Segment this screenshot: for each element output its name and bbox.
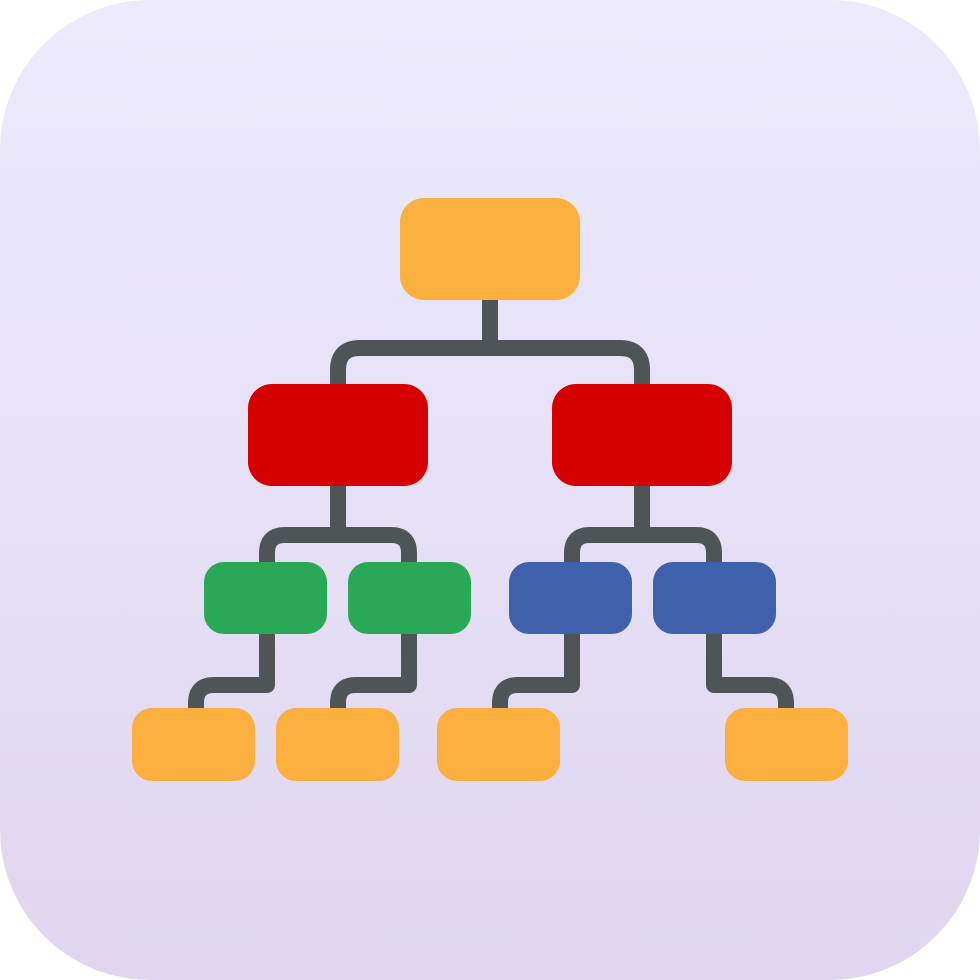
connector-left-branch (259, 477, 417, 573)
root-node (400, 198, 580, 300)
leaf-node-2 (276, 708, 399, 781)
leaf-node-1 (132, 708, 255, 781)
level2-node-4 (653, 562, 776, 634)
level2-node-3 (509, 562, 632, 634)
connector-right-branch (564, 477, 722, 573)
level2-node-2 (348, 562, 471, 634)
level1-node-right (552, 384, 732, 486)
level2-node-1 (204, 562, 327, 634)
connector-leaf-4 (706, 624, 794, 720)
leaf-node-3 (437, 708, 560, 781)
connector-leaf-3 (492, 624, 580, 720)
leaf-node-4 (725, 708, 848, 781)
level1-node-left (248, 384, 428, 486)
connector-lines (188, 292, 794, 720)
connector-leaf-1 (188, 624, 275, 720)
connector-leaf-2 (330, 624, 417, 720)
connector-root-to-level1 (330, 292, 650, 393)
tree-nodes (132, 198, 848, 781)
